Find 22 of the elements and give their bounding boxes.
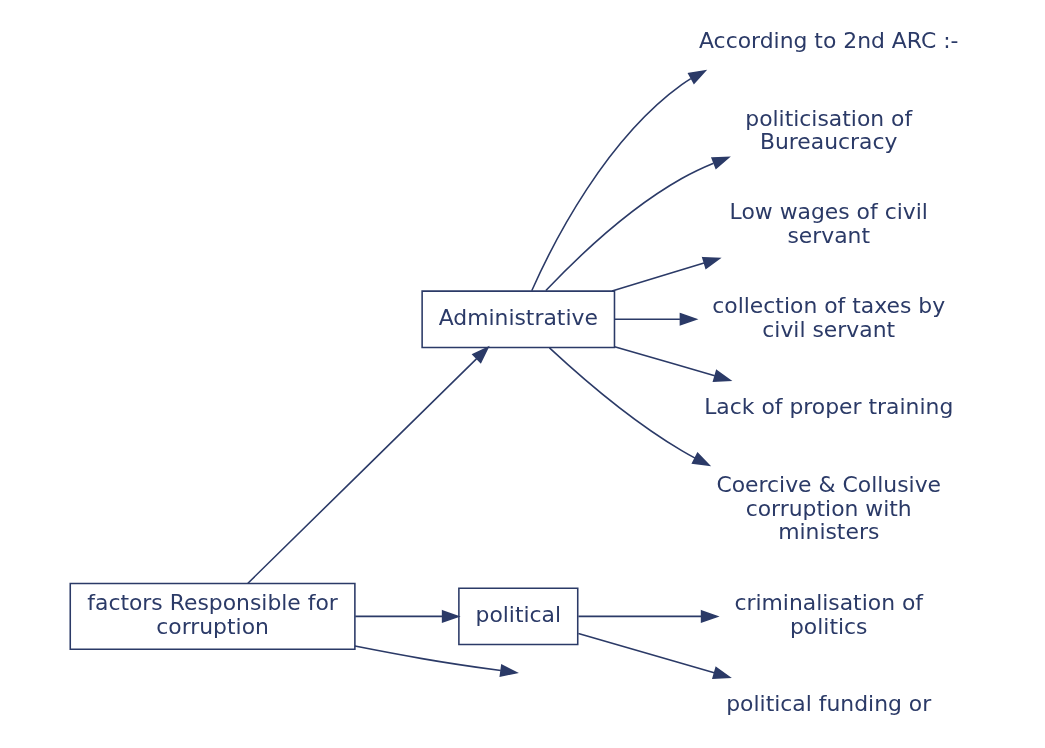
node-box: Administrative (420, 290, 615, 349)
node-text: Lack of proper training (703, 394, 953, 420)
arrow (577, 609, 720, 623)
node-text: collection of taxes by civil servant (711, 293, 945, 342)
arrow (353, 645, 519, 678)
node-box: factors Responsible for corruption (69, 582, 356, 650)
node-text: Coercive & Collusive corruption with ministers (715, 472, 941, 545)
node-text: political funding or (725, 691, 931, 717)
arrow (354, 609, 461, 623)
node-text: criminalisation of politics (733, 590, 923, 639)
arrow (613, 345, 732, 382)
arrow (613, 312, 698, 326)
arrow (577, 632, 732, 679)
arrow (544, 156, 731, 292)
node-text: politicisation of Bureaucracy (744, 105, 912, 155)
node-box: political (457, 587, 578, 646)
arrow (610, 256, 722, 292)
node-text: Low wages of civil servant (729, 199, 928, 248)
node-text: According to 2nd ARC :- (698, 28, 958, 54)
arrow (548, 347, 711, 467)
arrow (530, 69, 707, 292)
arrow (246, 345, 490, 585)
